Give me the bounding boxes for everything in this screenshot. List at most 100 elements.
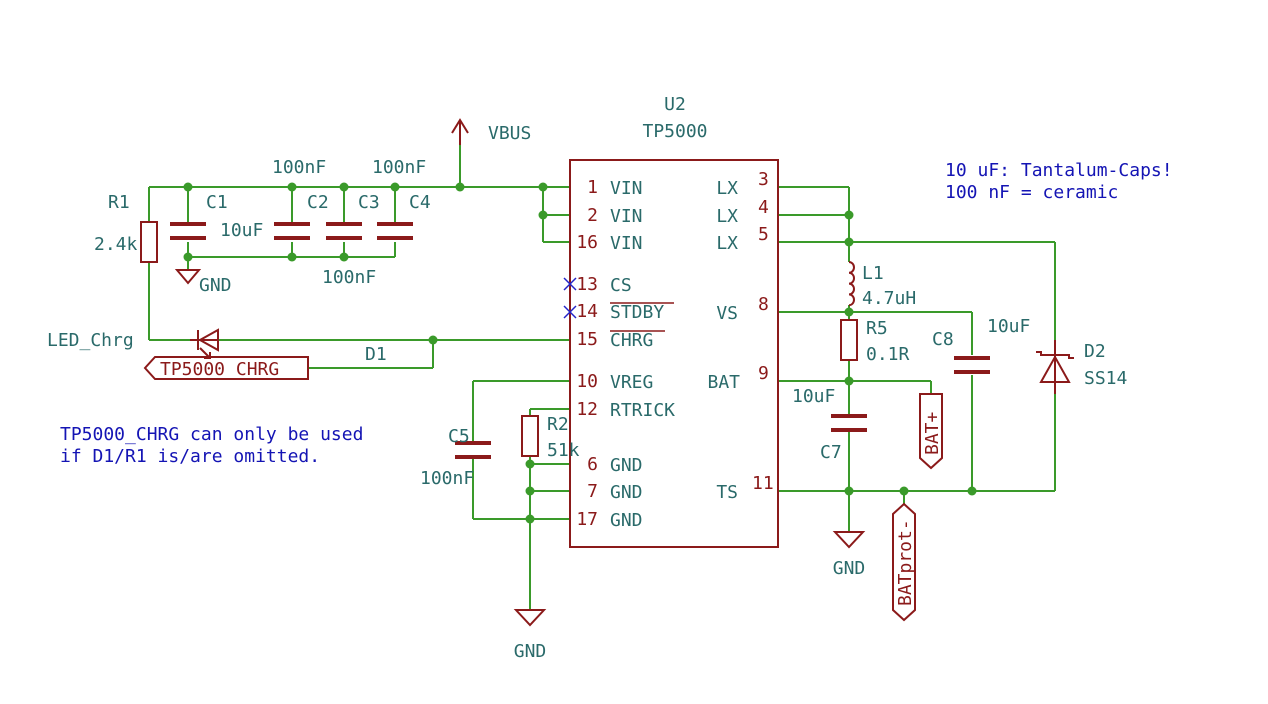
c8-value: 10uF bbox=[987, 316, 1030, 337]
pin-number: 1 bbox=[587, 177, 598, 198]
inductor-icon bbox=[848, 261, 855, 307]
d2-value: SS14 bbox=[1084, 368, 1127, 389]
pin-number: 2 bbox=[587, 205, 598, 226]
vbus-power-symbol[interactable]: VBUS bbox=[451, 118, 531, 145]
resistor-r2[interactable]: R2 51k bbox=[521, 414, 580, 461]
d1-reference: D1 bbox=[365, 344, 387, 365]
vbus-label: VBUS bbox=[488, 123, 531, 144]
bat-plus-label[interactable]: BAT+ bbox=[919, 393, 943, 470]
c1-reference: C1 bbox=[206, 192, 228, 213]
resistor-r1[interactable]: R1 2.4k bbox=[94, 192, 158, 263]
resistor-r5[interactable]: R5 0.1R bbox=[840, 318, 910, 365]
c7-reference: C7 bbox=[820, 442, 842, 463]
gnd-symbol-bottom[interactable]: GND bbox=[513, 609, 547, 662]
ic-u2[interactable]: U2 TP5000 1 2 16 13 14 15 10 12 6 7 17 V… bbox=[563, 94, 779, 548]
gnd-label: GND bbox=[199, 275, 232, 296]
pin-number: 8 bbox=[758, 294, 769, 315]
inductor-l1[interactable]: L1 4.7uH bbox=[848, 261, 916, 309]
pin-name: GND bbox=[610, 482, 643, 503]
pin-number: 3 bbox=[758, 169, 769, 190]
c7-value: 10uF bbox=[792, 386, 835, 407]
batprot-minus-text: BATprot- bbox=[895, 519, 916, 606]
capacitor-c8[interactable]: C8 10uF bbox=[932, 316, 1030, 374]
r2-value: 51k bbox=[547, 440, 580, 461]
l1-value: 4.7uH bbox=[862, 288, 916, 309]
c2-reference: C2 bbox=[307, 192, 329, 213]
wires bbox=[148, 145, 1056, 610]
batprot-minus-label[interactable]: BATprot- bbox=[892, 502, 916, 622]
schottky-diode-d2[interactable]: D2 SS14 bbox=[1036, 340, 1127, 394]
gnd-symbol-right[interactable]: GND bbox=[832, 531, 866, 579]
note-chrg: TP5000_CHRG can only be used if D1/R1 is… bbox=[60, 424, 363, 467]
note-caps-line1: 10 uF: Tantalum-Caps! bbox=[945, 160, 1173, 181]
pin-number: 14 bbox=[576, 301, 598, 322]
pin-name: VIN bbox=[610, 178, 643, 199]
pin-number: 7 bbox=[587, 481, 598, 502]
r1-value: 2.4k bbox=[94, 234, 138, 255]
label-outline bbox=[143, 356, 309, 380]
ic-value: TP5000 bbox=[642, 121, 707, 142]
note-caps-line2: 100 nF = ceramic bbox=[945, 182, 1118, 203]
pin-name: LX bbox=[716, 233, 738, 254]
led-d1[interactable]: D1 bbox=[190, 328, 387, 365]
pin-name: STDBY bbox=[610, 302, 664, 323]
pin-name: VIN bbox=[610, 233, 643, 254]
c4-reference: C4 bbox=[409, 192, 431, 213]
tp5000-chrg-label[interactable]: TP5000_CHRG bbox=[143, 356, 309, 380]
pin-number: 16 bbox=[576, 232, 598, 253]
capacitor-c1[interactable]: C1 10uF bbox=[170, 192, 263, 241]
no-connect-icon bbox=[563, 277, 577, 291]
pin-number: 9 bbox=[758, 363, 769, 384]
ground-icon bbox=[832, 531, 866, 549]
ground-icon bbox=[513, 609, 547, 627]
capacitor-c2[interactable]: C2 100nF bbox=[272, 157, 329, 240]
ic-body bbox=[569, 159, 779, 548]
pin-name: LX bbox=[716, 178, 738, 199]
resistor-body bbox=[521, 415, 539, 457]
c5-reference: C5 bbox=[448, 426, 470, 447]
l1-reference: L1 bbox=[862, 263, 884, 284]
r5-value: 0.1R bbox=[866, 344, 910, 365]
note-chrg-line2: if D1/R1 is/are omitted. bbox=[60, 446, 320, 467]
capacitor-c4[interactable]: C4 100nF bbox=[372, 157, 431, 240]
pin-number: 10 bbox=[576, 371, 598, 392]
pin-number: 6 bbox=[587, 454, 598, 475]
c1-value: 10uF bbox=[220, 220, 263, 241]
r1-reference: R1 bbox=[108, 192, 130, 213]
gnd-symbol-left[interactable]: GND bbox=[174, 269, 232, 296]
r5-reference: R5 bbox=[866, 318, 888, 339]
capacitor-c5[interactable]: C5 100nF bbox=[420, 426, 491, 489]
no-connect-icon bbox=[563, 305, 577, 319]
capacitor-c3[interactable]: C3 100nF bbox=[322, 192, 380, 288]
c2-value: 100nF bbox=[272, 157, 326, 178]
resistor-body bbox=[840, 319, 858, 361]
pin-name: VREG bbox=[610, 372, 653, 393]
c5-value: 100nF bbox=[420, 468, 474, 489]
r2-reference: R2 bbox=[547, 414, 569, 435]
resistor-body bbox=[140, 221, 158, 263]
c3-value: 100nF bbox=[322, 267, 376, 288]
pin-number: 11 bbox=[752, 473, 774, 494]
pin-number: 5 bbox=[758, 224, 769, 245]
label-outline bbox=[892, 502, 916, 622]
pin-name: RTRICK bbox=[610, 400, 675, 421]
pin-name: CS bbox=[610, 275, 632, 296]
c4-value: 100nF bbox=[372, 157, 426, 178]
junction-dots bbox=[183, 182, 977, 524]
pin-name: VIN bbox=[610, 206, 643, 227]
ground-icon bbox=[174, 269, 202, 285]
pin-number: 17 bbox=[576, 509, 598, 530]
pin-name: CHRG bbox=[610, 330, 653, 351]
pin-name: TS bbox=[716, 482, 738, 503]
label-outline bbox=[919, 393, 943, 470]
pin-number: 4 bbox=[758, 197, 769, 218]
pin-number: 15 bbox=[576, 329, 598, 350]
tp5000-chrg-text: TP5000_CHRG bbox=[160, 359, 279, 380]
pin-number: 12 bbox=[576, 399, 598, 420]
bat-plus-text: BAT+ bbox=[922, 411, 943, 455]
gnd-label: GND bbox=[514, 641, 547, 662]
gnd-label: GND bbox=[833, 558, 866, 579]
ic-reference: U2 bbox=[664, 94, 686, 115]
capacitor-c7[interactable]: 10uF C7 bbox=[792, 386, 867, 463]
